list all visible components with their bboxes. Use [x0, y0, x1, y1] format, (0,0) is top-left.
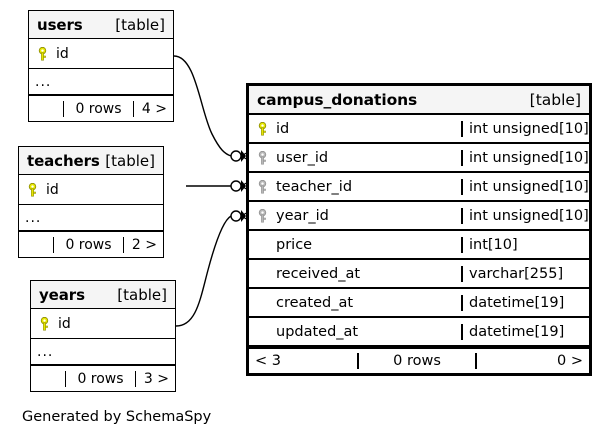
- key-icon-primary: [38, 316, 51, 331]
- table-row[interactable]: teacher_id int unsigned[10]: [249, 173, 589, 202]
- table-tag-teachers: [table]: [105, 151, 155, 170]
- footer-right-teachers[interactable]: 2 >: [123, 236, 163, 253]
- table-row[interactable]: price int[10]: [249, 231, 589, 260]
- table-row[interactable]: id: [29, 39, 173, 69]
- column-cell-received_at: received_at: [249, 266, 461, 282]
- table-footer-teachers: 0 rows 2 >: [19, 231, 163, 257]
- column-name-label: id: [46, 181, 59, 198]
- column-type-label: datetime[19]: [461, 294, 589, 311]
- key-icon-primary: [26, 182, 39, 197]
- key-icon-primary: [256, 121, 269, 136]
- table-header-campus_donations: campus_donations [table]: [249, 86, 589, 115]
- table-row[interactable]: created_at datetime[19]: [249, 289, 589, 318]
- footer-rows-teachers: 0 rows: [53, 236, 123, 253]
- table-name-users: users: [37, 15, 83, 34]
- table-row[interactable]: id: [19, 175, 163, 205]
- key-icon-foreign: [256, 179, 269, 194]
- column-cell-id: id: [249, 121, 461, 137]
- footer-parents-count[interactable]: < 3: [255, 353, 281, 369]
- column-type-label: int[10]: [461, 236, 589, 253]
- cardinality-zero-years: [230, 210, 242, 222]
- key-icon-none: [256, 296, 269, 310]
- table-name-teachers: teachers: [27, 151, 100, 170]
- edge-users-to-campus_donations: [173, 55, 232, 157]
- column-cell-user_id: user_id: [249, 150, 461, 166]
- table-header-years: years [table]: [31, 281, 175, 309]
- table-footer-years: 0 rows 3 >: [31, 365, 175, 391]
- key-icon-foreign: [256, 150, 269, 165]
- footer-right-users[interactable]: 4 >: [133, 100, 173, 117]
- column-cell-id: id: [31, 316, 71, 332]
- table-node-teachers[interactable]: teachers [table] id ... 0 rows 2 >: [18, 146, 164, 258]
- column-name-label: id: [56, 45, 69, 62]
- table-more-columns-indicator: ...: [29, 69, 173, 95]
- table-node-users[interactable]: users [table] id ... 0 rows 4 >: [28, 10, 174, 122]
- table-row[interactable]: id int unsigned[10]: [249, 115, 589, 144]
- key-icon-none: [256, 325, 269, 339]
- column-name-label: id: [276, 120, 290, 137]
- column-type-label: int unsigned[10]: [461, 120, 589, 137]
- column-type-label: int unsigned[10]: [461, 149, 589, 166]
- column-cell-id: id: [19, 182, 59, 198]
- table-row[interactable]: updated_at datetime[19]: [249, 318, 589, 347]
- column-cell-year_id: year_id: [249, 208, 461, 224]
- column-name-label: received_at: [276, 265, 361, 282]
- column-cell-updated_at: updated_at: [249, 324, 461, 340]
- key-icon-none: [256, 267, 269, 281]
- cardinality-zero-teachers: [230, 180, 242, 192]
- footer-rows-users: 0 rows: [63, 100, 133, 117]
- column-type-label: int unsigned[10]: [461, 178, 589, 195]
- table-node-years[interactable]: years [table] id ... 0 rows 3 >: [30, 280, 176, 392]
- column-name-label: created_at: [276, 294, 354, 311]
- footer-right-years[interactable]: 3 >: [135, 370, 175, 387]
- column-cell-id: id: [29, 46, 69, 62]
- table-tag-years: [table]: [117, 285, 167, 304]
- cardinality-zero-users: [230, 150, 242, 162]
- column-type-label: datetime[19]: [461, 323, 589, 340]
- table-footer-campus_donations: < 3 0 rows 0 >: [249, 347, 589, 373]
- column-name-label: price: [276, 236, 313, 253]
- column-name-label: user_id: [276, 149, 329, 166]
- edge-years-to-campus_donations: [175, 215, 232, 327]
- column-name-label: year_id: [276, 207, 329, 224]
- column-type-label: varchar[255]: [461, 265, 589, 282]
- column-name-label: teacher_id: [276, 178, 353, 195]
- table-row[interactable]: year_id int unsigned[10]: [249, 202, 589, 231]
- footer-rows-count: 0 rows: [357, 353, 475, 369]
- generated-by-caption: Generated by SchemaSpy: [22, 409, 212, 425]
- table-more-columns-indicator: ...: [19, 205, 163, 231]
- column-name-label: id: [58, 315, 71, 332]
- column-cell-price: price: [249, 237, 461, 253]
- key-icon-primary: [36, 46, 49, 61]
- table-footer-users: 0 rows 4 >: [29, 95, 173, 121]
- key-icon-none: [256, 238, 269, 252]
- column-type-label: int unsigned[10]: [461, 207, 589, 224]
- column-cell-created_at: created_at: [249, 295, 461, 311]
- table-row[interactable]: received_at varchar[255]: [249, 260, 589, 289]
- table-name-years: years: [39, 285, 85, 304]
- table-row[interactable]: id: [31, 309, 175, 339]
- table-node-campus_donations[interactable]: campus_donations [table] id int unsigned…: [246, 83, 592, 376]
- table-header-users: users [table]: [29, 11, 173, 39]
- table-more-columns-indicator: ...: [31, 339, 175, 365]
- column-name-label: updated_at: [276, 323, 359, 340]
- footer-children-count[interactable]: 0 >: [475, 353, 589, 369]
- column-cell-teacher_id: teacher_id: [249, 179, 461, 195]
- key-icon-foreign: [256, 208, 269, 223]
- table-row[interactable]: user_id int unsigned[10]: [249, 144, 589, 173]
- table-name-campus_donations: campus_donations: [257, 90, 418, 109]
- table-tag-campus_donations: [table]: [529, 90, 581, 109]
- table-header-teachers: teachers [table]: [19, 147, 163, 175]
- footer-rows-years: 0 rows: [65, 370, 135, 387]
- table-tag-users: [table]: [115, 15, 165, 34]
